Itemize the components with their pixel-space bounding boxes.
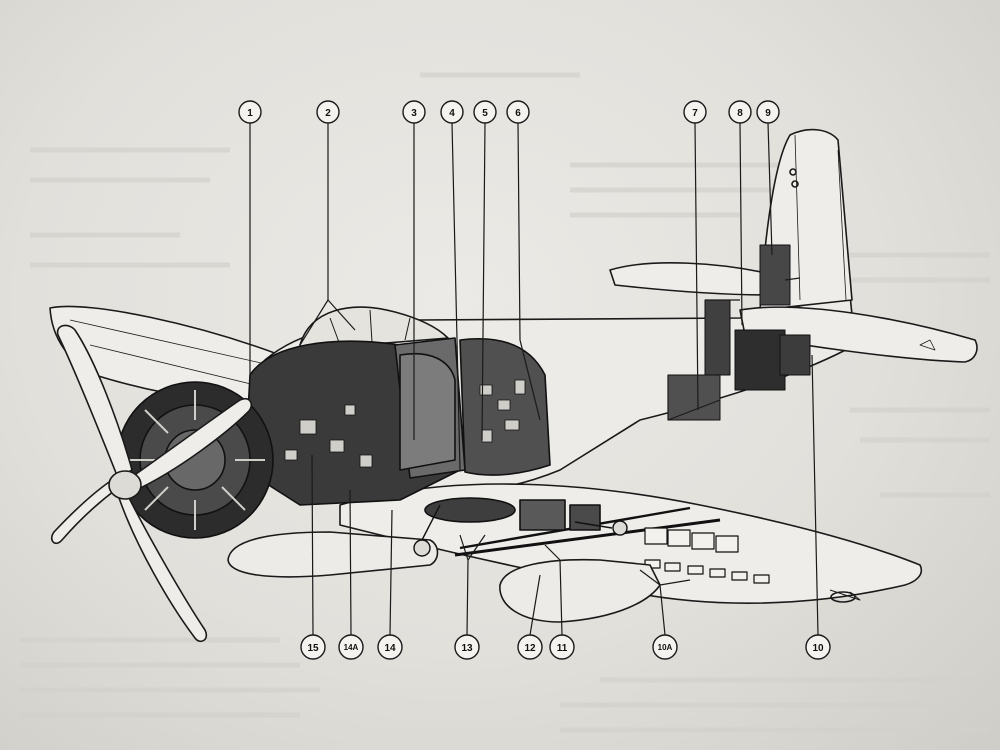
svg-text:8: 8 <box>737 108 743 119</box>
landing-gear <box>413 504 628 557</box>
callout-12: 12 <box>517 634 543 660</box>
left-stabilizer <box>609 262 776 296</box>
callout-14: 14 <box>377 634 403 660</box>
svg-text:6: 6 <box>515 108 521 119</box>
svg-text:12: 12 <box>524 643 536 654</box>
callout-6: 6 <box>506 100 530 124</box>
svg-text:10A: 10A <box>658 643 673 652</box>
callout-14a: 14A <box>338 634 364 660</box>
propeller <box>50 324 252 642</box>
svg-text:15: 15 <box>307 643 319 654</box>
svg-text:10: 10 <box>812 643 824 654</box>
svg-text:13: 13 <box>461 643 473 654</box>
svg-text:1: 1 <box>247 108 253 119</box>
leader-lines <box>249 122 819 636</box>
drop-tank-right <box>499 558 661 623</box>
drop-tank-left <box>227 531 439 578</box>
svg-text:7: 7 <box>692 108 698 119</box>
svg-text:2: 2 <box>325 108 331 119</box>
callout-1: 1 <box>238 100 262 124</box>
callouts: 1 2 3 4 5 6 7 8 9 10 10A 11 12 13 14 14A… <box>238 100 831 660</box>
callout-7: 7 <box>683 100 707 124</box>
svg-text:4: 4 <box>449 108 455 119</box>
callout-8: 8 <box>728 100 752 124</box>
bleed-through-text <box>20 72 990 733</box>
callout-4: 4 <box>440 100 464 124</box>
aircraft-drawing <box>49 128 978 642</box>
engine-cutaway <box>244 337 551 506</box>
svg-text:14: 14 <box>384 643 396 654</box>
callout-11: 11 <box>549 634 575 660</box>
callout-10a: 10A <box>652 634 678 660</box>
callout-2: 2 <box>316 100 340 124</box>
svg-text:14A: 14A <box>344 643 359 652</box>
callout-15: 15 <box>300 634 326 660</box>
callout-10: 10 <box>805 634 831 660</box>
wing-guns-cutaway <box>424 497 770 584</box>
svg-text:5: 5 <box>482 108 488 119</box>
svg-text:11: 11 <box>557 643 568 654</box>
svg-text:3: 3 <box>411 108 417 119</box>
callout-5: 5 <box>473 100 497 124</box>
callout-9: 9 <box>756 100 780 124</box>
svg-text:9: 9 <box>765 108 771 119</box>
right-stabilizer <box>739 306 978 363</box>
callout-3: 3 <box>402 100 426 124</box>
callout-13: 13 <box>454 634 480 660</box>
